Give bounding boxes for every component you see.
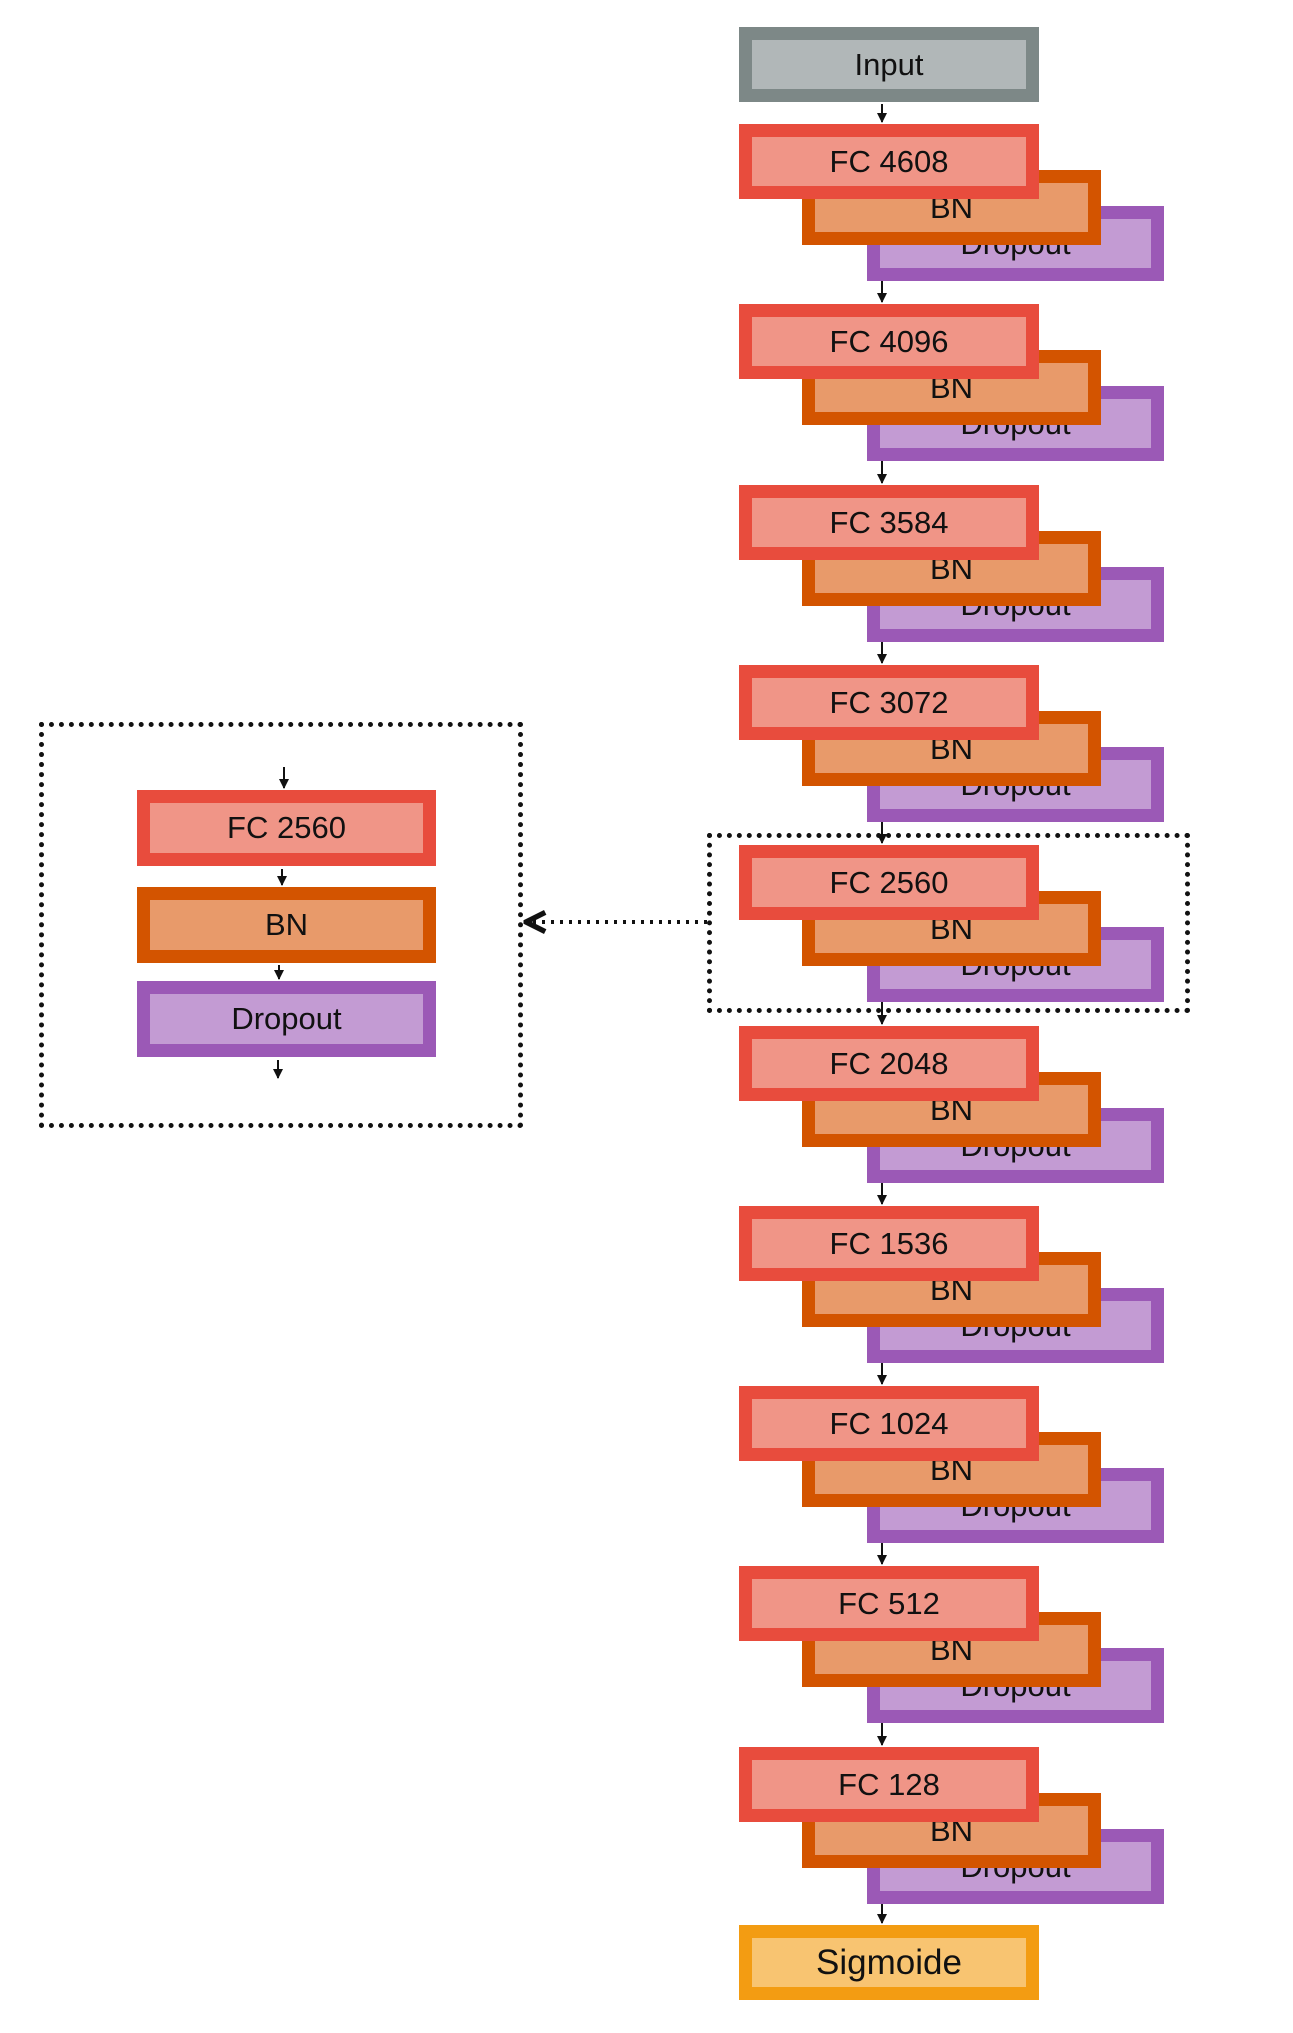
detail-dropout-block-label: Dropout bbox=[231, 1001, 342, 1036]
detail-fc-block-label: FC 2560 bbox=[227, 810, 346, 845]
fc-block: FC 512 bbox=[739, 1566, 1039, 1641]
fc-block: FC 3584 bbox=[739, 485, 1039, 560]
input-node: Input bbox=[739, 27, 1039, 102]
fc-block: FC 1536 bbox=[739, 1206, 1039, 1281]
fc-block-label: FC 4096 bbox=[829, 323, 949, 359]
fc-block-label: FC 2048 bbox=[829, 1045, 949, 1081]
fc-block: FC 4608 bbox=[739, 124, 1039, 199]
output-node-label: Sigmoide bbox=[816, 1942, 962, 1982]
detail-bn-block-label: BN bbox=[264, 907, 309, 942]
detail-bn-block: BN bbox=[137, 887, 436, 963]
detail-dropout-block: Dropout bbox=[137, 981, 436, 1057]
fc-block-label: FC 3584 bbox=[829, 504, 949, 540]
fc-block-label: FC 512 bbox=[838, 1585, 940, 1621]
detail-frame bbox=[39, 722, 523, 1128]
fc-block: FC 4096 bbox=[739, 304, 1039, 379]
input-node-label: Input bbox=[854, 46, 924, 82]
output-node: Sigmoide bbox=[739, 1925, 1039, 2000]
fc-block: FC 128 bbox=[739, 1747, 1039, 1822]
detail-fc-block: FC 2560 bbox=[137, 790, 436, 866]
fc-block-label: FC 3072 bbox=[829, 684, 949, 720]
fc-block-label: FC 128 bbox=[838, 1766, 940, 1802]
fc-block-label: FC 1536 bbox=[829, 1225, 949, 1261]
fc-block-label: FC 1024 bbox=[829, 1405, 949, 1441]
fc-block: FC 1024 bbox=[739, 1386, 1039, 1461]
highlight-frame bbox=[707, 833, 1190, 1013]
fc-block: FC 3072 bbox=[739, 665, 1039, 740]
fc-block-label: FC 4608 bbox=[829, 143, 949, 179]
fc-block: FC 2048 bbox=[739, 1026, 1039, 1101]
